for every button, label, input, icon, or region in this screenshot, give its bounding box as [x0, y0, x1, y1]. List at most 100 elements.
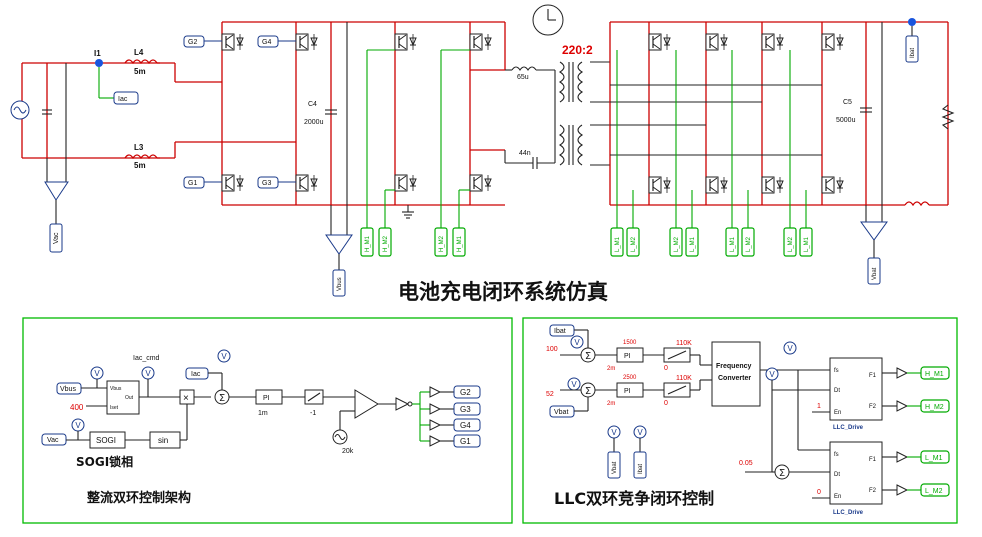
pi1-param: 2m	[607, 366, 615, 372]
vbus-input-label: Vbus	[60, 386, 76, 393]
inductor-l4-icon	[124, 59, 158, 65]
pi2-param: 2m	[607, 401, 615, 407]
drive-pin: F2	[869, 404, 877, 410]
limiter-low: 0	[664, 365, 668, 372]
drive-output-tag	[920, 399, 950, 413]
llc-drive-block[interactable]	[829, 357, 883, 421]
not-gate-icon[interactable]	[395, 397, 410, 411]
vac-meter-icon[interactable]	[44, 181, 69, 201]
primary-gate-tags: H_M1 H_M2 H_M2 H_M1	[360, 227, 466, 257]
dc-cap-name: C4	[308, 101, 317, 108]
sin-block-label: sin	[158, 436, 168, 445]
ibat-meter-box	[633, 451, 647, 479]
output-inductor-icon	[904, 201, 930, 207]
comparator-icon[interactable]	[354, 389, 379, 419]
power-stage: Vac I1 Iac L4 5m L3 5m G2 G4 G1 G3	[10, 4, 955, 297]
pi-label: PI	[624, 388, 631, 395]
inductor-l4-name: L4	[134, 48, 144, 57]
battery-load-icon	[941, 104, 955, 130]
gate-out-label: G3	[460, 405, 471, 414]
drive-pin: Dt	[834, 472, 840, 478]
ibat-input-label: Ibat	[554, 328, 566, 335]
llc-drive-block[interactable]	[829, 441, 883, 505]
secondary-gate-tags: L_M1 L_M2 L_M2 L_M1 L_M1 L_M2 L_M2 L_M1	[610, 227, 813, 257]
gate-tag-label: L_M1	[690, 236, 696, 252]
carrier-frequency: 20k	[342, 448, 354, 455]
gate-tag-label: H_M1	[457, 235, 463, 252]
drive-pin: En	[834, 410, 841, 416]
drive-pin: Dt	[834, 388, 840, 394]
inductor-l3-icon	[124, 154, 158, 160]
gate-tag-label: L_M1	[804, 236, 810, 252]
sogi-title: SOGI锁相	[76, 454, 133, 469]
rect-gate-label: G4	[262, 39, 271, 46]
gate-tag-label: L_M2	[631, 236, 637, 252]
ref-52-value: 52	[546, 391, 554, 398]
pi1-param: 1500	[623, 340, 637, 346]
drive-output-label: L_M2	[925, 488, 943, 495]
pi-label: PI	[263, 395, 270, 402]
vac-input-label: Vac	[47, 437, 59, 444]
drive-output-label: H_M1	[925, 371, 944, 378]
fc-label: Converter	[718, 375, 751, 382]
vbat-meter-box	[607, 451, 621, 479]
gate-tag-label: H_M2	[383, 235, 389, 252]
drive-output-tag	[920, 366, 950, 380]
vbus-meter-icon[interactable]	[325, 234, 353, 255]
limiter-gain: -1	[310, 410, 316, 417]
inductor-l4-value: 5m	[134, 67, 146, 76]
pi2-param: 2500	[623, 375, 637, 381]
frequency-converter-block[interactable]	[711, 341, 761, 407]
drive-pin: F2	[869, 488, 877, 494]
ref-100-value: 100	[546, 346, 558, 353]
vbus-meter-box	[332, 269, 346, 297]
vbat-input-label: Vbat	[554, 409, 568, 416]
gate-tag-label: L_M2	[746, 236, 752, 252]
block-pin-label: Vbus	[110, 386, 122, 392]
llc-control-frame	[522, 317, 958, 524]
rect-gate-label: G1	[188, 180, 197, 187]
rectifier-control: Vbus 400 Vbus Out Iset Iac_cmd × Iac PI …	[41, 349, 481, 469]
limiter-high: 110K	[676, 375, 692, 382]
drive-output-label: L_M1	[925, 455, 943, 462]
iac-tag-label: Iac	[118, 96, 128, 103]
meter-label: Vbat	[612, 461, 618, 474]
rectifier-control-frame	[22, 317, 513, 524]
vbat-meter-box	[867, 257, 881, 285]
drive-pin: F1	[869, 373, 877, 379]
iac-input-label: Iac	[191, 371, 201, 378]
block-pin-label: Out	[125, 395, 134, 401]
transformer-icon	[558, 61, 584, 166]
resonant-cap-value: 44n	[519, 150, 531, 157]
drive-name: LLC_Drive	[833, 510, 864, 516]
voltage-loop-block[interactable]	[106, 380, 140, 415]
gate-out-label: G1	[460, 437, 471, 446]
meter-label: Ibat	[638, 464, 644, 474]
drive2-en-value: 0	[817, 489, 821, 496]
vbus-meter-label: Vbus	[337, 277, 343, 291]
out-cap-name: C5	[843, 99, 852, 106]
turns-ratio-label: 220:2	[562, 43, 593, 57]
drive-pin: fs	[834, 368, 839, 374]
resonant-inductor-value: 65u	[517, 74, 529, 81]
drive-output-tag	[920, 450, 950, 464]
limiter-high: 110K	[676, 340, 692, 347]
inductor-l3-value: 5m	[134, 161, 146, 170]
dc-cap-value: 2000u	[304, 119, 324, 126]
vbat-meter-icon[interactable]	[860, 221, 888, 241]
gate-tag-label: L_M2	[788, 236, 794, 252]
dt-ref-value: 0.05	[739, 460, 753, 467]
iac-tag	[113, 91, 139, 105]
svg-text:×: ×	[183, 393, 189, 404]
drive-pin: F1	[869, 457, 877, 463]
ref-400-value: 400	[70, 403, 84, 412]
drive-pin: fs	[834, 452, 839, 458]
gate-out-label: G4	[460, 421, 471, 430]
llc-control: Ibat 100 PI 1500 2m 110K 0 52 Vbat PI 25…	[546, 324, 950, 516]
ibat-probe-icon[interactable]	[908, 18, 916, 26]
vbat-meter-label: Vbat	[872, 267, 878, 280]
current-probe-icon[interactable]	[95, 59, 103, 67]
ibat-meter-box	[905, 35, 919, 63]
current-probe-label: I1	[94, 49, 101, 58]
